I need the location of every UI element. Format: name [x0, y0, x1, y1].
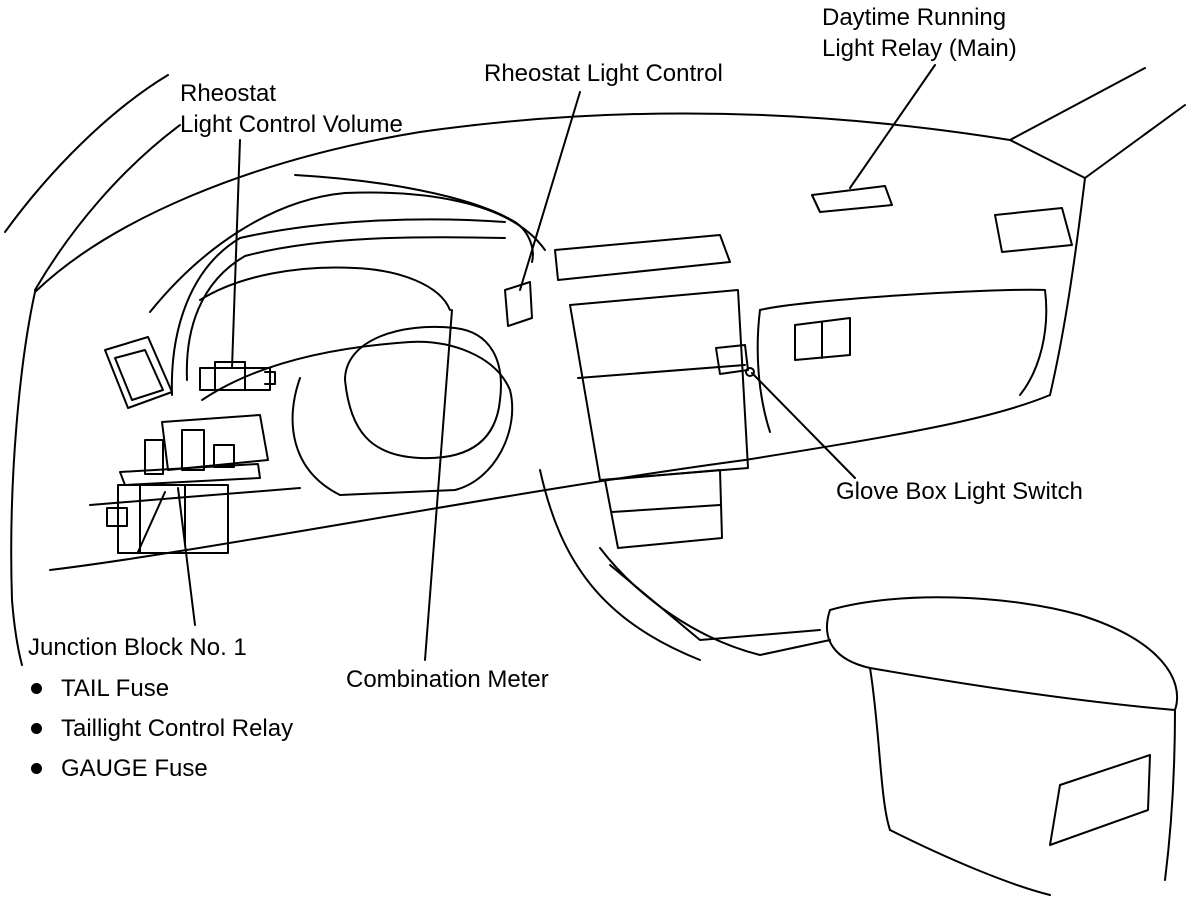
rheostat-control-label: Rheostat Light Control [484, 58, 723, 89]
rheostat-control-label-text: Rheostat Light Control [484, 60, 723, 87]
windshield-lines [4, 67, 1186, 291]
bullet-icon [31, 763, 42, 774]
rheostat-control-unit [504, 281, 533, 327]
list-item: GAUGE Fuse [28, 753, 293, 793]
steering-hub [344, 325, 502, 460]
passenger-dash [756, 185, 1073, 433]
list-item-text: Taillight Control Relay [61, 715, 294, 742]
rheostat-volume-label-line1: Rheostat [180, 80, 277, 107]
bullet-icon [31, 723, 42, 734]
combination-meter-label-text: Combination Meter [346, 666, 549, 693]
list-item: Taillight Control Relay [28, 713, 293, 753]
list-item: TAIL Fuse [28, 673, 293, 713]
junction-block-title: Junction Block No. 1 [28, 634, 247, 661]
rheostat-volume-label: Rheostat Light Control Volume [180, 78, 403, 140]
combination-meter-label: Combination Meter [346, 664, 549, 695]
dashboard-outline [10, 112, 1086, 666]
center-stack [539, 234, 749, 661]
glove-box-switch-unit [715, 344, 755, 377]
daytime-relay-label-line2: Light Relay (Main) [822, 35, 1017, 62]
daytime-relay-label: Daytime Running Light Relay (Main) [822, 2, 1017, 64]
leader-lines [137, 64, 936, 661]
lower-left-panel [89, 414, 301, 554]
glove-box-switch-label: Glove Box Light Switch [836, 476, 1083, 507]
center-console [599, 547, 1179, 896]
rheostat-volume-switch [199, 361, 276, 391]
junction-block-list: TAIL Fuse Taillight Control Relay GAUGE … [28, 673, 293, 793]
rheostat-volume-label-line2: Light Control Volume [180, 111, 403, 138]
daytime-relay-label-line1: Daytime Running [822, 4, 1007, 31]
left-vent [104, 336, 173, 409]
glove-box-switch-label-text: Glove Box Light Switch [836, 478, 1083, 505]
junction-block-label: Junction Block No. 1 TAIL Fuse Taillight… [28, 632, 293, 793]
list-item-text: TAIL Fuse [61, 675, 170, 702]
bullet-icon [31, 683, 42, 694]
instrument-hood [149, 174, 546, 396]
cluster-bezel [201, 340, 514, 496]
list-item-text: GAUGE Fuse [61, 755, 208, 782]
